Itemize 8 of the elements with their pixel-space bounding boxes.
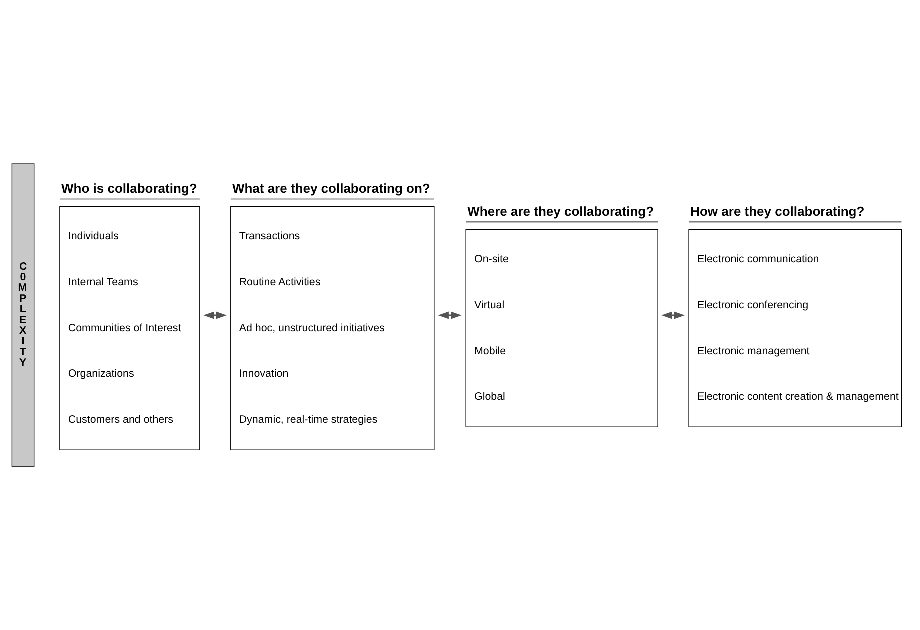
node-label: Who is collaborating?	[62, 180, 198, 196]
node-label: What are they collaborating on?	[232, 180, 430, 196]
arrow	[662, 311, 686, 319]
node-label: How are they collaborating?	[690, 203, 865, 218]
node-box: C0MPLEXITY	[12, 163, 35, 467]
arrow	[438, 311, 462, 319]
node-label: Where are they collaborating?	[468, 203, 654, 218]
arrow	[204, 311, 228, 319]
